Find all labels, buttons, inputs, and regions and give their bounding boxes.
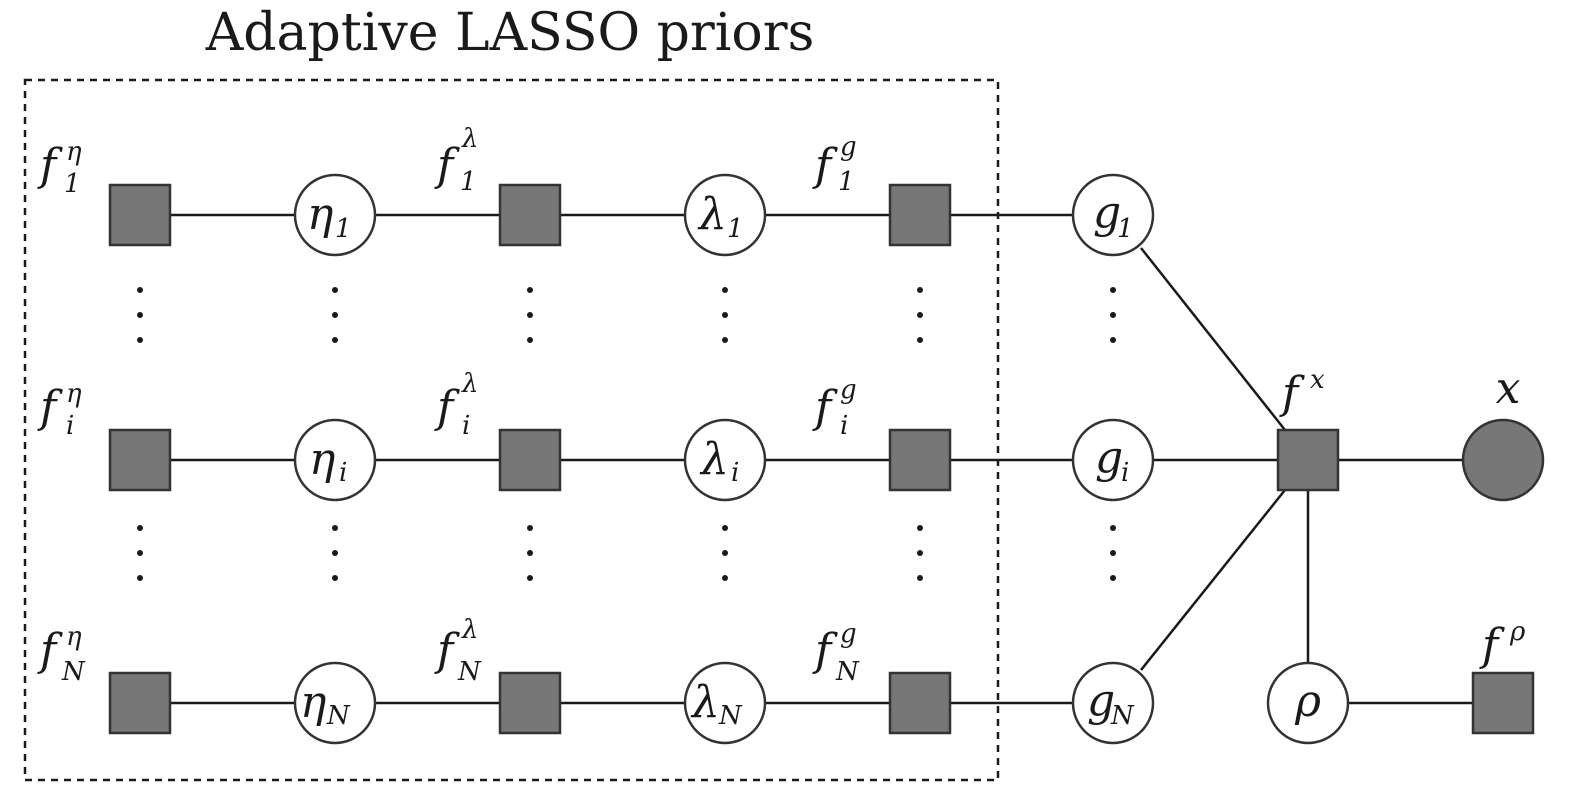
factor-f-lambda-1	[498, 183, 562, 247]
diagram-title: Adaptive LASSO priors	[205, 3, 815, 63]
label-eta-N: η	[300, 677, 326, 728]
label-g-1: g	[1093, 187, 1121, 238]
vertical-ellipsis-lower	[137, 525, 1116, 581]
factor-f-lambda-i	[498, 428, 562, 492]
ellipsis-dots	[137, 287, 1116, 581]
factor-f-g-1	[888, 183, 952, 247]
label-f-x-sup: x	[1310, 365, 1325, 395]
row-N: f η N η N f λ N λ N f g N g N	[37, 615, 1155, 745]
node-lambda-1	[683, 173, 767, 257]
label-f-eta-1: f	[37, 140, 63, 191]
row-i: f η i η i f λ i λ i f g i g i	[37, 369, 1155, 502]
label-g-i: g	[1095, 432, 1123, 483]
label-f-g-N-sub: N	[835, 657, 860, 687]
factor-f-eta-N	[108, 671, 172, 735]
label-lambda-1: λ	[697, 189, 727, 240]
label-f-eta-1-sub: 1	[64, 169, 81, 199]
label-f-rho-sup: ρ	[1509, 617, 1526, 647]
adaptive-lasso-plate	[23, 78, 1000, 782]
label-eta-1: η	[307, 189, 333, 240]
label-f-eta-1-sup: η	[66, 137, 82, 167]
label-lambda-i-sub: i	[731, 458, 739, 488]
label-f-g-1: f	[812, 140, 838, 191]
label-f-g-1-sub: 1	[838, 167, 855, 197]
label-f-eta-i: f	[37, 382, 63, 433]
label-lambda-1-sub: 1	[727, 214, 744, 244]
label-g-N-sub: N	[1110, 701, 1135, 731]
label-f-lambda-N: f	[434, 625, 460, 676]
factor-f-lambda-N	[498, 671, 562, 735]
label-g-i-sub: i	[1121, 458, 1129, 488]
label-f-g-i: f	[812, 382, 838, 433]
node-x-observed	[1461, 418, 1545, 502]
label-f-lambda-1: f	[434, 140, 460, 191]
label-f-lambda-i: f	[434, 382, 460, 433]
factor-f-g-i	[888, 428, 952, 492]
label-f-g-1-sup: g	[840, 132, 857, 162]
label-f-lambda-N-sub: N	[457, 657, 482, 687]
label-g-1-sub: 1	[1117, 214, 1134, 244]
likelihood-block: f x x ρ f ρ	[1266, 363, 1545, 745]
label-f-eta-i-sup: η	[66, 379, 82, 409]
edge-gN-fx	[1140, 489, 1286, 671]
factor-f-g-N	[888, 671, 952, 735]
label-f-eta-N-sup: η	[66, 622, 82, 652]
label-x: x	[1496, 363, 1521, 414]
label-eta-N-sub: N	[326, 701, 351, 731]
label-f-eta-N: f	[37, 625, 63, 676]
label-rho: ρ	[1294, 676, 1321, 727]
label-f-lambda-i-sup: λ	[461, 369, 478, 399]
factor-f-rho	[1471, 671, 1535, 735]
label-f-g-N: f	[812, 625, 838, 676]
node-g-i	[1071, 418, 1155, 502]
label-f-eta-i-sub: i	[66, 411, 74, 441]
label-f-rho: f	[1479, 620, 1505, 671]
label-lambda-N-sub: N	[718, 701, 743, 731]
row-1: f η 1 η 1 f λ 1 λ 1 f g 1 g 1	[37, 124, 1155, 257]
label-f-g-i-sup: g	[840, 375, 857, 405]
label-lambda-N: λ	[690, 677, 720, 728]
factor-f-eta-1	[108, 183, 172, 247]
label-eta-i-sub: i	[339, 458, 347, 488]
factor-f-eta-i	[108, 428, 172, 492]
label-f-eta-N-sub: N	[61, 657, 86, 687]
node-g-N	[1071, 661, 1155, 745]
label-f-lambda-i-sub: i	[462, 411, 470, 441]
vertical-ellipsis-upper	[137, 287, 1116, 343]
edges	[170, 213, 1473, 705]
node-lambda-N	[683, 661, 767, 745]
edge-g1-fx	[1140, 247, 1286, 431]
label-f-g-i-sub: i	[840, 411, 848, 441]
node-eta-N	[293, 661, 377, 745]
node-lambda-i	[683, 418, 767, 502]
label-g-N: g	[1087, 675, 1115, 726]
node-g-1	[1071, 173, 1155, 257]
label-eta-1-sub: 1	[335, 214, 352, 244]
label-f-g-N-sup: g	[840, 619, 857, 649]
label-lambda-i: λ	[699, 434, 729, 485]
label-f-x: f	[1279, 368, 1305, 419]
node-eta-1	[293, 173, 377, 257]
label-f-lambda-1-sup: λ	[461, 124, 478, 154]
label-f-lambda-N-sup: λ	[461, 615, 478, 645]
node-rho	[1266, 661, 1350, 745]
factor-f-x	[1276, 428, 1340, 492]
label-f-lambda-1-sub: 1	[460, 167, 477, 197]
label-eta-i: η	[309, 434, 335, 485]
node-eta-i	[293, 418, 377, 502]
